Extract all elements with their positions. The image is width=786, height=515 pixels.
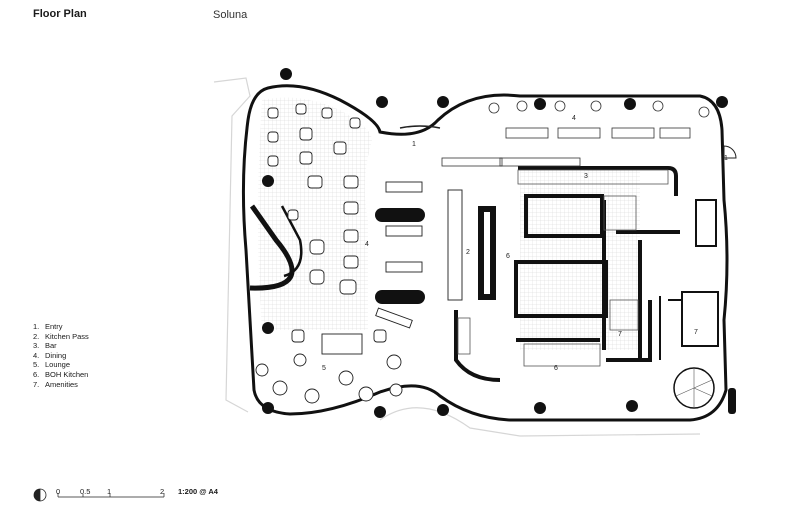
scale-ratio: 1:200 @ A4 — [178, 487, 218, 496]
drawing-title: Floor Plan — [33, 8, 87, 20]
structural-columns — [262, 68, 736, 418]
legend-item-dining: 4.Dining — [33, 350, 67, 360]
legend-item-amenities: 7.Amenities — [33, 379, 78, 389]
scale-tick-0-5: 0.5 — [80, 487, 91, 496]
bar-counter — [518, 166, 678, 196]
banquette-2 — [375, 290, 425, 304]
boh-counters — [457, 195, 639, 367]
legend-item-lounge: 5.Lounge — [33, 360, 71, 370]
site-outline — [213, 77, 701, 437]
north-arrow-icon — [33, 488, 47, 502]
lounge-furniture — [255, 307, 413, 404]
dining-floor — [258, 97, 372, 331]
legend-item-bar: 3.Bar — [33, 341, 57, 351]
dining-tables — [267, 103, 423, 295]
entry-door-north — [399, 125, 441, 129]
scale-tick-0: 0 — [56, 487, 61, 496]
legend-item-entry: 1.Entry — [33, 322, 63, 331]
label-dining: 4 — [365, 241, 369, 248]
label-bar: 3 — [584, 173, 588, 180]
label-dining-terrace: 4 — [572, 115, 576, 122]
legend-item-kitchen-pass: 2.Kitchen Pass — [33, 331, 89, 341]
boh-walls — [454, 194, 680, 382]
label-kitchen-pass: 2 — [466, 249, 470, 256]
label-amenities-1: 7 — [618, 331, 622, 338]
scale-bar — [57, 493, 165, 498]
amenities-block — [659, 199, 719, 360]
scale-tick-1: 1 — [107, 487, 112, 496]
pass-inner — [484, 212, 490, 294]
label-boh-kitchen-2: 6 — [506, 253, 510, 260]
scale-tick-2: 2 — [160, 487, 165, 496]
label-boh-kitchen: 6 — [554, 365, 558, 372]
label-entry-east: 1 — [724, 155, 728, 162]
legend: 1.Entry 2.Kitchen Pass 3.Bar 4.Dining 5.… — [33, 322, 89, 389]
label-amenities-2: 7 — [694, 329, 698, 336]
feature-arch — [249, 204, 295, 291]
label-lounge: 5 — [322, 365, 326, 372]
legend-item-boh-kitchen: 6.BOH Kitchen — [33, 369, 89, 379]
kitchen-pass-counter — [447, 189, 463, 301]
project-name: Soluna — [213, 9, 248, 21]
entry-door-east — [723, 145, 737, 159]
banquette-1 — [375, 208, 425, 222]
label-entry-north: 1 — [412, 141, 416, 148]
terrace-tables — [441, 100, 710, 167]
